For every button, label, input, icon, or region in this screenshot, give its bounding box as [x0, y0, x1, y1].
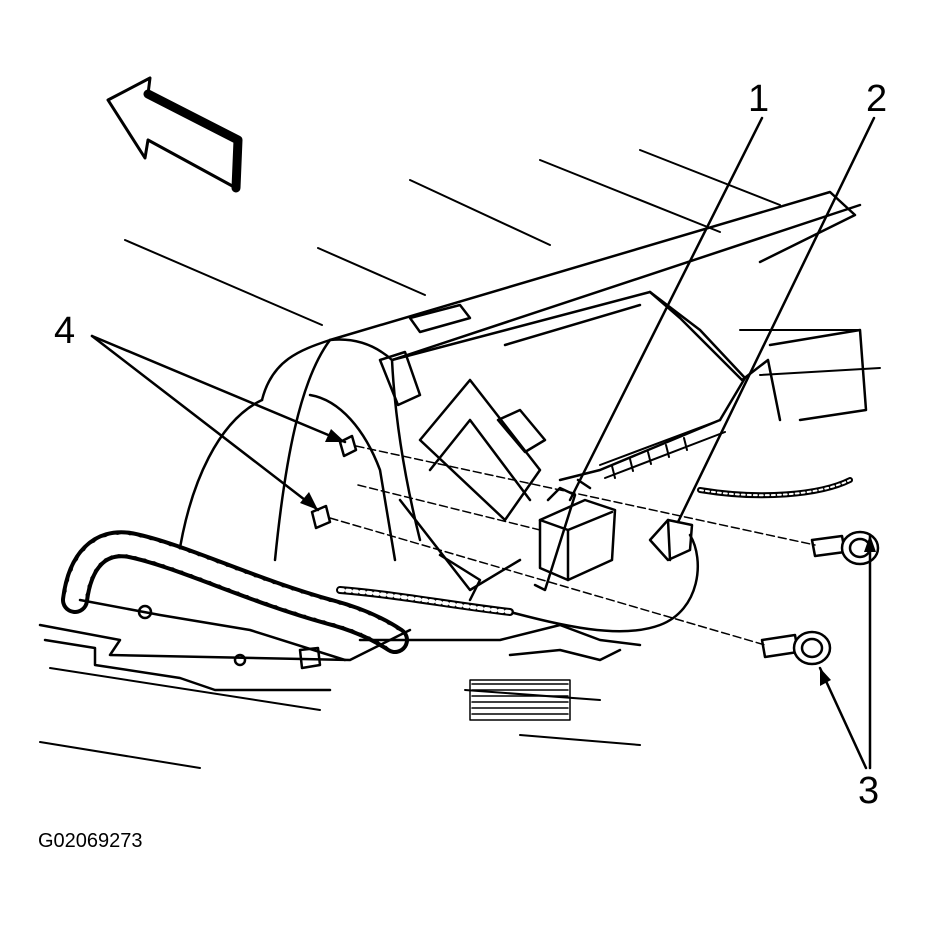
- bolts: [760, 530, 880, 666]
- side-wall: [176, 338, 422, 562]
- direction-arrow-icon: [106, 76, 243, 193]
- wire-harness: [61, 477, 853, 654]
- rail: [599, 419, 726, 479]
- retainer-clips: [310, 434, 358, 530]
- leader-arrowheads: [300, 429, 876, 686]
- callout-label-2: 2: [866, 78, 888, 120]
- leader-lines: [90, 116, 876, 770]
- electrical-connector: [508, 518, 700, 633]
- control-module: [533, 478, 617, 592]
- callout-label-1: 1: [748, 78, 770, 120]
- callout-label-4: 4: [54, 310, 76, 352]
- callout-label-3: 3: [858, 770, 880, 812]
- mounting-bracket: [398, 378, 547, 602]
- installation-lines: [329, 445, 816, 646]
- figure-id: G02069273: [38, 830, 143, 852]
- floor-plate: [38, 598, 642, 721]
- background-lines: [39, 149, 881, 769]
